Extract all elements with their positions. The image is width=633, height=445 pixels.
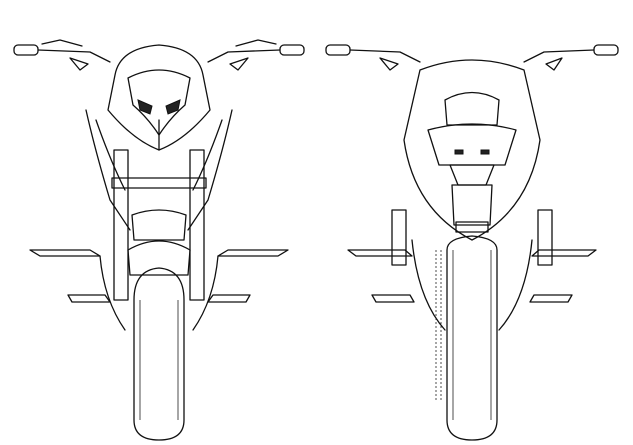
motorcycle-front-view <box>13 39 305 441</box>
front-fork <box>111 149 207 301</box>
front-footpegs <box>29 249 289 331</box>
rear-wheel <box>446 235 498 441</box>
rear-handlebar-left <box>325 44 421 71</box>
front-fairing <box>85 44 233 231</box>
front-handlebar-right <box>207 39 305 71</box>
motorcycle-rear-view <box>325 44 619 441</box>
front-handlebar-left <box>13 39 111 71</box>
rear-footpegs <box>347 209 597 331</box>
rear-handlebar-right <box>523 44 619 71</box>
rear-chain <box>435 250 442 400</box>
rear-tail-section <box>403 59 541 241</box>
front-wheel <box>127 240 191 441</box>
